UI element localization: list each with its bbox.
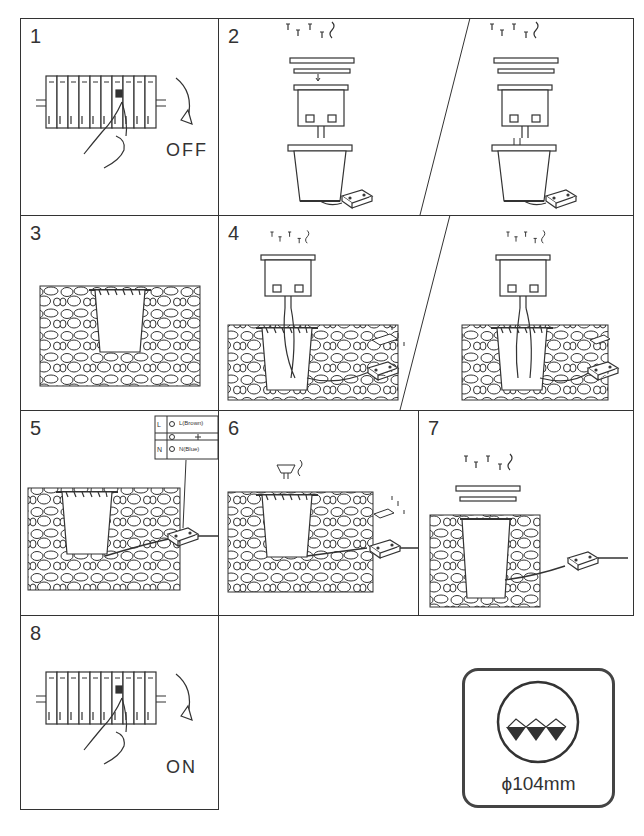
step-panel: 1 xyxy=(20,18,219,216)
step-number: 1 xyxy=(30,26,41,46)
step-number: 4 xyxy=(228,223,239,243)
step-number: 7 xyxy=(428,418,439,438)
wire-color: N(Blue) xyxy=(179,446,199,452)
step-number: 8 xyxy=(30,623,41,643)
step-number: 2 xyxy=(228,26,239,46)
dimension-label: ϕ104mm xyxy=(465,774,612,793)
step-panel: 7 xyxy=(418,410,634,616)
terminal-name: L xyxy=(157,421,161,428)
step-number: 3 xyxy=(30,223,41,243)
wire-color: L(Brown) xyxy=(179,420,203,426)
step-panel: 4 xyxy=(218,215,634,411)
step-panel: 5 xyxy=(20,410,219,616)
on-label: ON xyxy=(166,758,197,776)
step-panel: 2 xyxy=(218,18,634,216)
step-panel: 8 xyxy=(20,615,219,810)
step-number: 6 xyxy=(228,418,239,438)
step-panel: 3 xyxy=(20,215,219,411)
off-label: OFF xyxy=(166,141,208,159)
step-panel: 6 xyxy=(218,410,419,616)
hole-size-icon: ϕ104mm xyxy=(462,668,615,808)
step-number: 5 xyxy=(30,418,41,438)
terminal-name: N xyxy=(157,446,162,453)
